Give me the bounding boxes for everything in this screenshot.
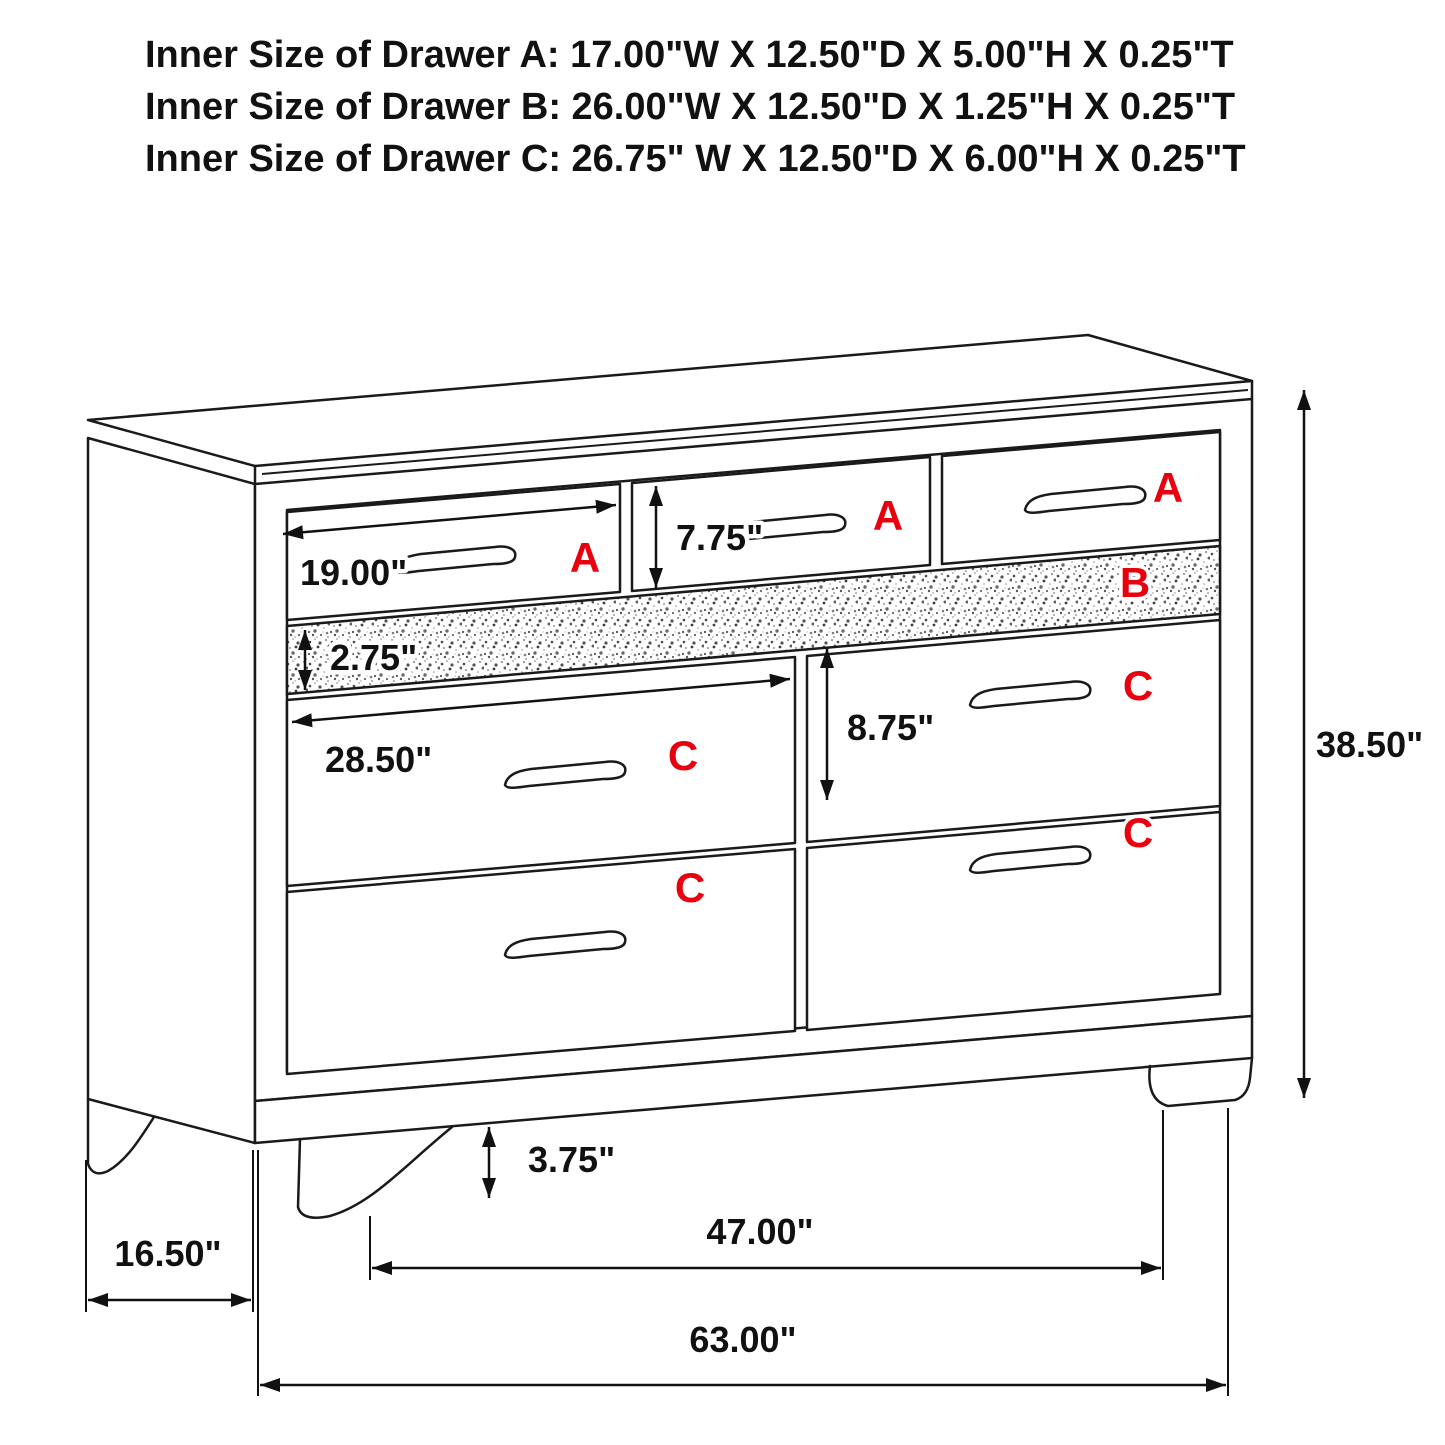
dim-drawer-c-front-height: 8.75" (820, 648, 939, 800)
front-right-foot (1148, 1056, 1254, 1108)
label-drawer-b: B (1120, 559, 1150, 606)
label-drawer-c-right-top: C (1123, 662, 1153, 709)
label-drawer-a3: A (1153, 464, 1183, 511)
dim-label-drawer-c-front-height: 8.75" (847, 707, 934, 748)
back-left-foot (86, 1097, 156, 1175)
dim-foot-height: 3.75" (482, 1127, 620, 1198)
label-drawer-a1: A (570, 534, 600, 581)
spec-line-drawer-a: Inner Size of Drawer A: 17.00"W X 12.50"… (145, 34, 1234, 76)
label-drawer-c-right-bottom: C (1123, 809, 1153, 856)
dim-overall-height: 38.50" (1297, 390, 1428, 1098)
dim-label-drawer-a-front-height: 7.75" (676, 517, 763, 558)
dim-label-overall-width: 63.00" (689, 1319, 796, 1360)
dimension-annotations: 19.00" 7.75" 2.75" 28.50" 8.75" 38.50" 3… (85, 390, 1428, 1396)
drawer-c-left-bottom (285, 847, 797, 1076)
spec-header: Inner Size of Drawer A: 17.00"W X 12.50"… (145, 34, 1246, 180)
dim-label-foot-height: 3.75" (528, 1139, 615, 1180)
drawer-b-sparkle-strip (285, 544, 1222, 696)
dim-drawer-a-width: 19.00" (282, 499, 617, 598)
dim-label-drawer-c-width: 28.50" (325, 739, 432, 780)
dim-overall-width: 63.00" (257, 1108, 1229, 1396)
spec-line-drawer-b: Inner Size of Drawer B: 26.00"W X 12.50"… (145, 86, 1235, 128)
label-drawer-c-left-top: C (668, 732, 698, 779)
dim-drawer-a-front-height: 7.75" (649, 486, 768, 588)
lid-bevel-line (261, 389, 1249, 475)
dim-label-drawer-a-width: 19.00" (300, 552, 407, 593)
dim-label-side-depth: 16.50" (114, 1233, 221, 1274)
drawer-c-right-bottom (805, 810, 1222, 1032)
label-drawer-c-left-bottom: C (675, 864, 705, 911)
label-drawer-a2: A (873, 492, 903, 539)
dim-label-overall-height: 38.50" (1316, 724, 1423, 765)
cabinet-left-side-panel (86, 436, 257, 1145)
dim-foot-span: 47.00" (369, 1110, 1164, 1280)
drawer-letters: A A A B C C C C (566, 461, 1186, 915)
drawer-c-right-top (805, 618, 1222, 844)
dim-label-strip-b-height: 2.75" (330, 637, 417, 678)
spec-line-drawer-c: Inner Size of Drawer C: 26.75" W X 12.50… (145, 138, 1246, 180)
dim-drawer-c-width: 28.50" (291, 673, 791, 785)
dim-side-depth: 16.50" (85, 1150, 254, 1312)
dim-label-foot-span: 47.00" (706, 1211, 813, 1252)
front-left-foot (296, 1125, 454, 1219)
